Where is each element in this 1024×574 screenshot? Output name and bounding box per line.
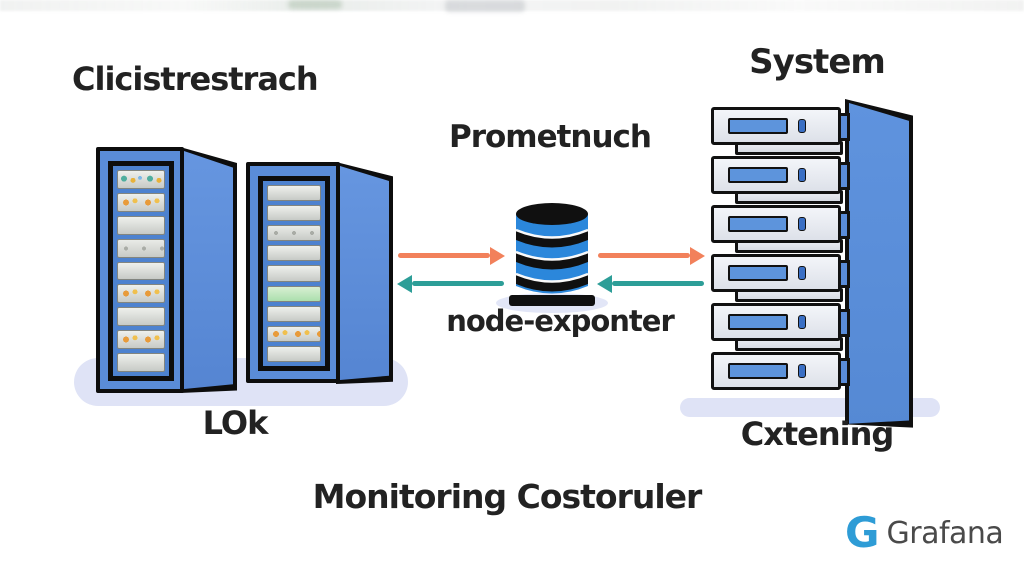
server-unit-side	[838, 309, 850, 337]
rack-left-slot-area	[108, 161, 174, 381]
rack-right-slot-area	[258, 176, 330, 371]
server-unit	[711, 156, 850, 194]
rack-slat-plain	[267, 345, 321, 362]
top-smudge-artifact	[288, 0, 342, 9]
server-unit-led	[798, 119, 806, 133]
right-group-caption: Cxtening	[740, 415, 895, 453]
rack-slat-warm	[267, 325, 321, 342]
rack-slat-warm	[117, 192, 165, 212]
server-unit-display	[728, 314, 788, 330]
rack-slat-plain	[267, 245, 321, 262]
racks-to-database-arrow	[398, 246, 505, 265]
server-unit-led	[798, 217, 806, 231]
database-icon	[496, 203, 608, 313]
database-to-system-arrow	[598, 246, 705, 265]
center-caption: node-exponter	[446, 304, 675, 338]
left-group-title: Clicistrestrach	[72, 60, 319, 98]
rack-slat-plain	[267, 305, 321, 322]
server-unit-led	[798, 315, 806, 329]
server-rack-left	[96, 147, 184, 393]
server-stack-side-panel	[845, 99, 913, 428]
left-group-caption: LOk	[202, 404, 269, 442]
server-unit-display	[728, 118, 788, 134]
server-unit	[711, 254, 850, 292]
server-unit-display	[728, 363, 788, 379]
server-unit-led	[798, 364, 806, 378]
server-stack-side-fill	[849, 103, 909, 424]
server-unit	[711, 107, 850, 145]
rack-left-side-fill	[184, 151, 233, 389]
top-edge-artifact	[0, 0, 1024, 11]
server-rack-right	[246, 162, 340, 383]
server-unit-side	[838, 211, 850, 239]
rack-slat-faint	[117, 238, 165, 258]
diagram-bottom-title: Monitoring Costoruler	[312, 477, 703, 516]
rack-slat-multi	[117, 170, 165, 189]
grafana-logo: G Grafana	[845, 508, 1004, 557]
rack-slat-plain	[117, 261, 165, 281]
rack-slat-plain	[267, 185, 321, 202]
server-unit	[711, 205, 850, 243]
server-unit-side	[838, 260, 850, 288]
rack-left-side-panel	[180, 147, 237, 393]
server-unit-side	[838, 162, 850, 190]
server-unit-display	[728, 167, 788, 183]
server-unit	[711, 352, 850, 390]
right-group-title: System	[749, 42, 886, 82]
rack-slat-plain	[117, 307, 165, 327]
rack-slat-plain	[267, 205, 321, 222]
server-unit-side	[838, 113, 850, 141]
server-unit-led	[798, 266, 806, 280]
rack-slat-faint	[267, 225, 321, 242]
server-unit-side	[838, 358, 850, 386]
rack-slat-green	[267, 285, 321, 302]
rack-slat-plain	[117, 215, 165, 235]
server-unit-led	[798, 168, 806, 182]
top-smudge-artifact-2	[445, 0, 525, 12]
rack-slat-plain	[267, 265, 321, 282]
grafana-wordmark: Grafana	[886, 515, 1004, 551]
server-unit	[711, 303, 850, 341]
rack-right-side-panel	[336, 162, 393, 384]
grafana-g-icon: G	[845, 508, 880, 557]
rack-slat-warm	[117, 330, 165, 350]
rack-right-side-fill	[340, 166, 389, 380]
rack-slat-warm	[117, 284, 165, 304]
database-to-racks-arrow	[397, 274, 504, 293]
system-to-database-arrow	[597, 274, 704, 293]
server-unit-display	[728, 265, 788, 281]
center-title: Prometnuch	[448, 119, 652, 155]
rack-slat-plain	[117, 353, 165, 373]
server-unit-display	[728, 216, 788, 232]
